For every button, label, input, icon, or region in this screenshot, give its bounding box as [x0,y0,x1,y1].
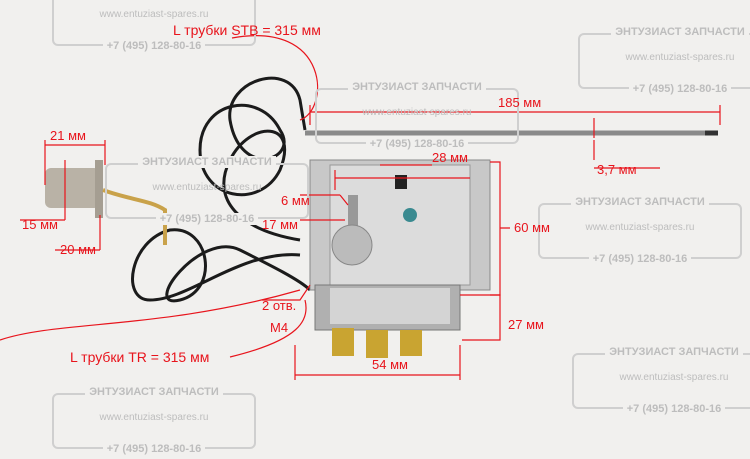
depth-27-label: 27 мм [508,317,544,332]
shaft-6-label: 6 мм [281,193,310,208]
thermostat-body [309,159,491,358]
stb-length-label: L трубки STB = 315 мм [173,22,321,38]
probe-length-label: 185 мм [498,95,542,110]
shaft-width-label: 28 мм [432,150,468,165]
height-60-label: 60 мм [514,220,550,235]
probe-diameter-label: 3,7 мм [597,162,637,177]
bulb-20-label: 20 мм [60,242,96,257]
tr-length-label: L трубки TR = 315 мм [70,349,210,365]
holes-label: 2 отв. [262,298,297,313]
bulb-15-label: 15 мм [22,217,58,232]
bulb-sensor [45,160,167,245]
bulb-width-label: 21 мм [50,128,86,143]
width-54-label: 54 мм [372,357,408,372]
shaft-17-label: 17 мм [262,217,298,232]
dimension-lines [0,35,721,380]
watermark: ЭНТУЗИАСТ ЗАПЧАСТИwww.entuziast-spares.r… [52,0,256,52]
thread-label: М4 [270,320,289,335]
